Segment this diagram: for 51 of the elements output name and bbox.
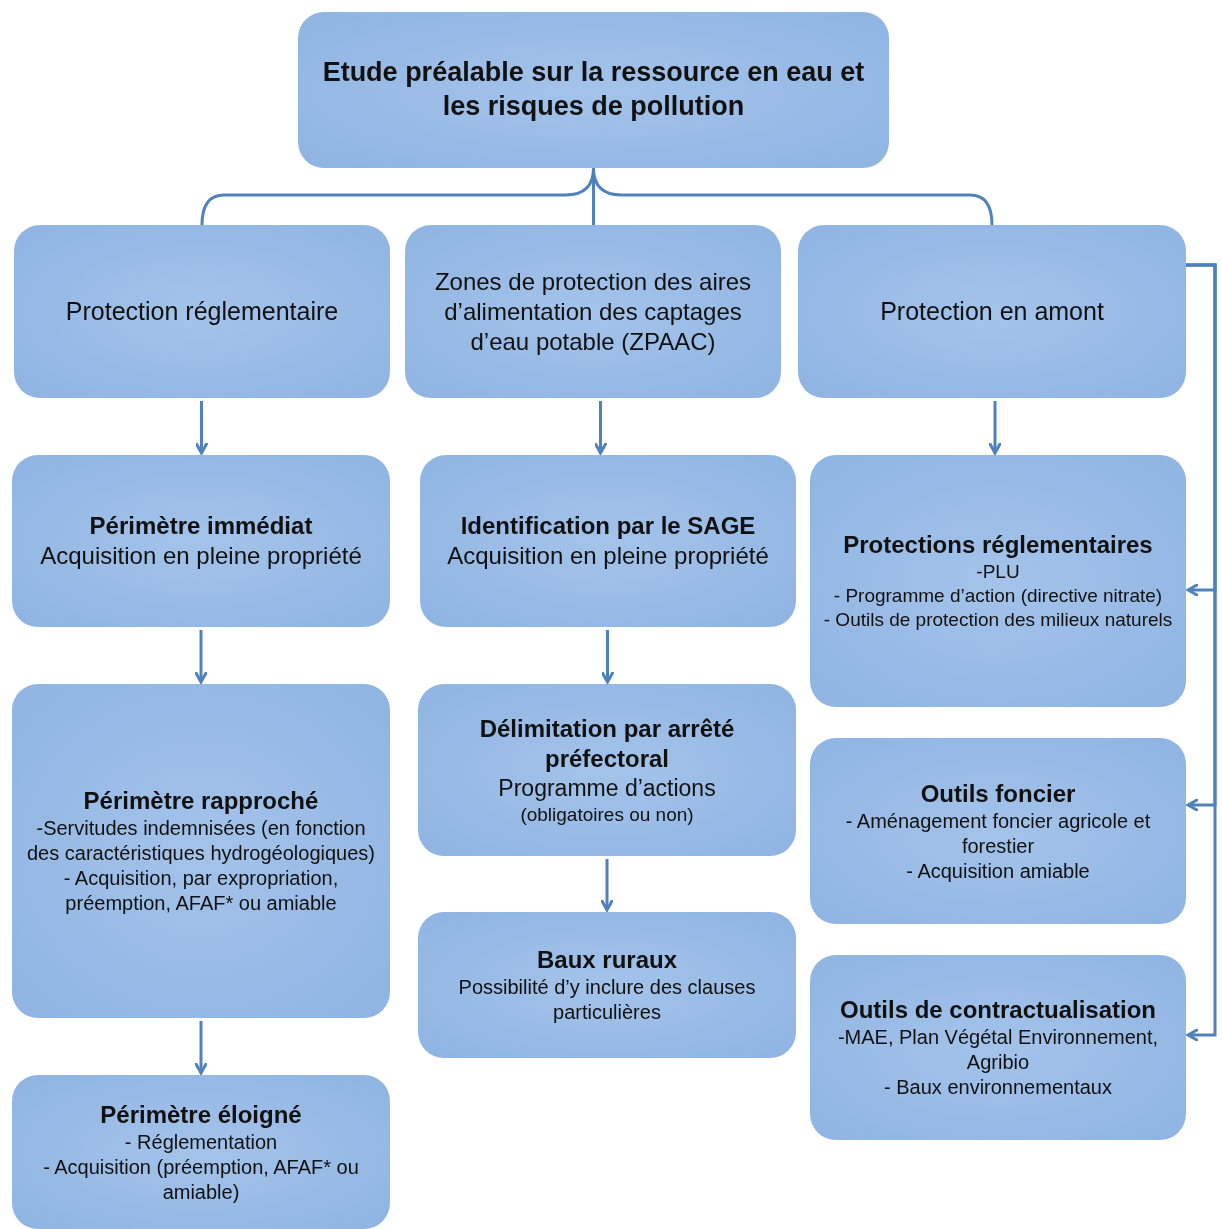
box-heading: Protections réglementaires (843, 530, 1153, 561)
arrow (194, 1021, 208, 1075)
box-heading: Délimitation par arrêté préfectoral (478, 713, 736, 774)
box-heading: Périmètre éloigné (100, 1099, 302, 1130)
process-box (798, 225, 1186, 398)
box-text: Programme d’actions (498, 773, 716, 803)
box-text: Protection réglementaire (65, 295, 339, 327)
box-heading: Identification par le SAGE (460, 511, 756, 541)
arrow (195, 401, 208, 455)
box-heading: Périmètre immédiat (89, 511, 313, 541)
process-box (14, 225, 390, 398)
arrow (594, 401, 607, 455)
process-box (418, 684, 796, 856)
process-box (12, 684, 390, 1018)
box-text: - Acquisition, par expropriation, préemption, AFAF* ou amiable (62, 866, 340, 916)
process-box (810, 955, 1186, 1140)
process-box (418, 912, 796, 1058)
box-text: Possibilité d’y inclure des clauses particulières (457, 975, 757, 1025)
box-heading: Outils de contractualisation (839, 995, 1157, 1025)
arrow (194, 630, 208, 684)
box-text: -MAE, Plan Végétal Environnement, Agribio (836, 1025, 1160, 1075)
arrow (600, 859, 614, 912)
box-heading: Baux ruraux (536, 945, 678, 975)
process-box (810, 455, 1186, 707)
box-text: (obligatoires ou non) (520, 802, 694, 827)
process-box (405, 225, 781, 398)
box-text: - Programme d’action (directive nitrate) (833, 584, 1163, 608)
box-text: Acquisition en pleine propriété (447, 541, 769, 571)
arrow (601, 630, 614, 684)
box-text: - Réglementation (124, 1129, 278, 1155)
box-heading: Etude préalable sur la ressource en eau et les risques de pollution (321, 56, 866, 123)
arrow (988, 401, 1002, 455)
process-box (420, 455, 796, 627)
box-text: Protection en amont (880, 295, 1104, 327)
process-box (12, 455, 390, 627)
box-text: -PLU (976, 560, 1020, 585)
arrow (1186, 263, 1217, 1042)
box-text: - Aménagement foncier agricole et forestier (844, 808, 1152, 859)
box-text: - Outils de protection des milieux naturels (823, 607, 1173, 632)
box-text: Zones de protection des aires d’alimentation des captages d’eau potable (ZPAAC) (433, 266, 753, 357)
process-box (12, 1075, 390, 1229)
box-text: - Baux environnementaux (884, 1075, 1112, 1100)
box-heading: Périmètre rapproché (83, 786, 319, 816)
process-box (810, 738, 1186, 924)
box-text: -Servitudes indemnisées (en fonction des caractéristiques hydrogéologiques) (26, 816, 376, 866)
box-text: - Acquisition amiable (906, 858, 1090, 884)
process-box (298, 12, 889, 168)
box-text: - Acquisition (préemption, AFAF* ou amiable) (42, 1154, 360, 1205)
box-text: Acquisition en pleine propriété (40, 541, 362, 571)
box-heading: Outils foncier (920, 778, 1076, 809)
connector-line (592, 167, 994, 226)
